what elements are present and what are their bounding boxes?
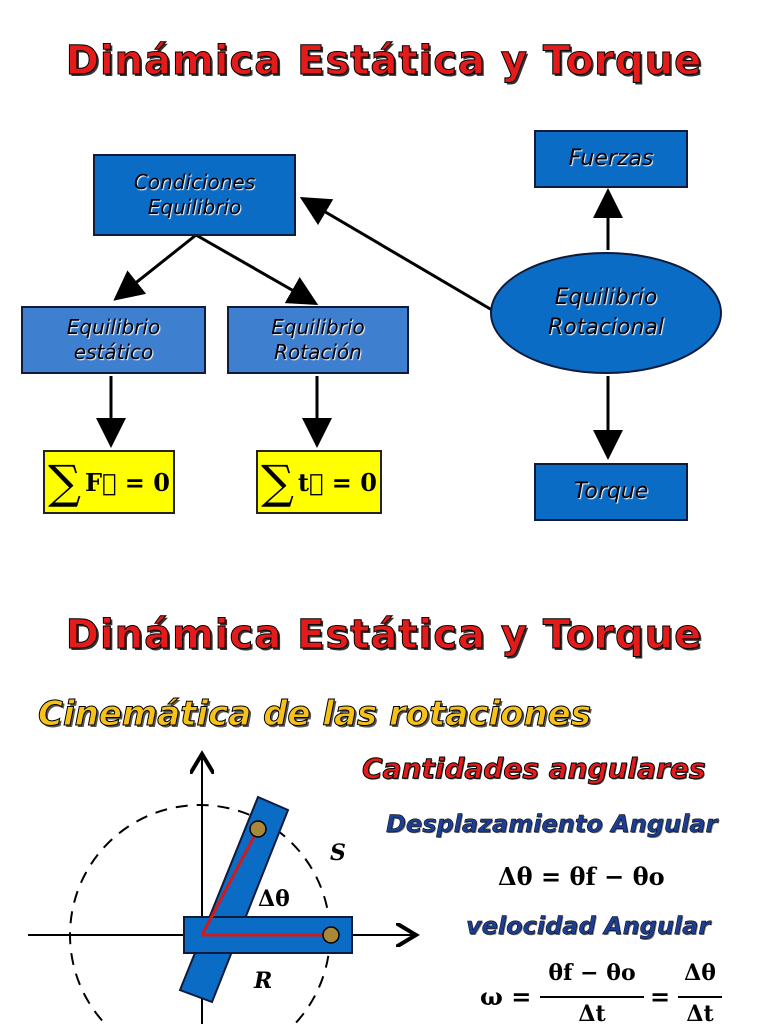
box-fuerzas: Fuerzas bbox=[534, 130, 688, 188]
sigma-symbol: ∑ bbox=[261, 455, 294, 509]
arrow-to-estatico bbox=[113, 233, 197, 301]
omega-numerator-2: Δθ bbox=[684, 960, 716, 986]
omega-fraction-bar-1 bbox=[540, 996, 644, 998]
box-torque-label: Torque bbox=[573, 479, 649, 505]
box-rotacion-line1: Equilibrio bbox=[271, 315, 365, 339]
box-equilibrio-estatico: Equilibrio estático bbox=[21, 306, 206, 374]
ellipse-line2: Rotacional bbox=[547, 315, 665, 340]
label-delta-theta: Δθ bbox=[258, 886, 290, 912]
box-condiciones-equilibrio: Condiciones Equilibrio bbox=[93, 154, 296, 236]
radius-line-rotated bbox=[200, 828, 260, 936]
box-condiciones-line1: Condiciones bbox=[133, 170, 256, 194]
sigma-symbol: ∑ bbox=[48, 455, 81, 509]
omega-fraction-bar-2 bbox=[678, 996, 722, 998]
omega-denominator-1: Δt bbox=[578, 1001, 606, 1027]
slide2-title: Dinámica Estática y Torque bbox=[65, 612, 703, 659]
equation-sum-torques-body: t⃗ = 0 bbox=[297, 467, 377, 497]
box-condiciones-line2: Equilibrio bbox=[147, 195, 242, 219]
box-torque: Torque bbox=[534, 463, 688, 521]
rotation-diagram: S Δθ R bbox=[28, 740, 440, 1024]
heading-desplazamiento-angular: Desplazamiento Angular bbox=[386, 810, 718, 839]
equation-sum-forces: ∑ F⃗ = 0 bbox=[43, 450, 175, 514]
heading-velocidad-angular: velocidad Angular bbox=[466, 912, 711, 941]
omega-numerator-1: θf − θo bbox=[548, 960, 636, 986]
arrow-rotacional-to-condiciones bbox=[299, 196, 493, 312]
particle-horizontal bbox=[322, 926, 340, 944]
ellipse-equilibrio-rotacional: Equilibrio Rotacional bbox=[490, 252, 722, 374]
particle-rotated bbox=[249, 820, 267, 838]
label-s: S bbox=[330, 840, 346, 866]
slide1-title: Dinámica Estática y Torque bbox=[65, 38, 703, 85]
omega-denominator-2: Δt bbox=[686, 1001, 714, 1027]
box-estatico-line1: Equilibrio bbox=[66, 315, 161, 339]
equation-sum-forces-body: F⃗ = 0 bbox=[84, 467, 170, 497]
box-equilibrio-rotacion: Equilibrio Rotación bbox=[227, 306, 409, 374]
ellipse-line1: Equilibrio bbox=[554, 285, 658, 311]
omega-equals: = bbox=[650, 982, 671, 1011]
heading-cantidades-angulares: Cantidades angulares bbox=[362, 752, 707, 786]
arrow-to-rotacion bbox=[195, 233, 319, 305]
equation-sum-torques: ∑ t⃗ = 0 bbox=[256, 450, 382, 514]
box-rotacion-line2: Rotación bbox=[274, 340, 362, 364]
subtitle-cinematica: Cinemática de las rotaciones bbox=[38, 694, 592, 735]
equation-delta-theta: Δθ = θf − θo bbox=[498, 862, 665, 891]
box-estatico-line2: estático bbox=[73, 340, 154, 364]
label-r: R bbox=[253, 968, 272, 994]
slide1-connectors bbox=[96, 188, 623, 460]
box-fuerzas-label: Fuerzas bbox=[568, 146, 654, 172]
equation-omega-lhs: ω = bbox=[480, 982, 532, 1011]
